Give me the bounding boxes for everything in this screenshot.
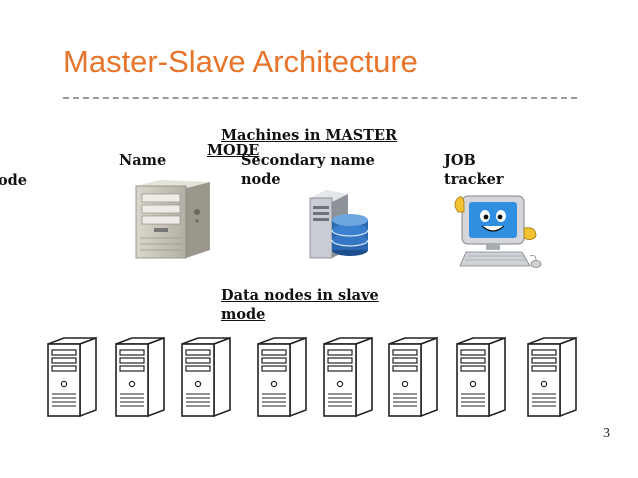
- label-name: Name: [119, 152, 167, 169]
- server-database-icon: [309, 190, 369, 259]
- slave-node-icon-1: [47, 336, 97, 418]
- slave-node-icon-4: [257, 336, 307, 418]
- label-node-cut: ode: [0, 172, 28, 189]
- slave-node-icon-7: [456, 336, 506, 418]
- label-master-line2: MODE: [207, 142, 260, 159]
- label-job-line2: tracker: [444, 171, 504, 188]
- smiling-computer-icon: [454, 195, 542, 268]
- slave-node-icon-8: [527, 336, 577, 418]
- page-number: 3: [603, 426, 610, 441]
- tower-pc-icon: [135, 180, 210, 259]
- label-job-line1: JOB: [444, 152, 476, 169]
- slave-node-icon-5: [323, 336, 373, 418]
- slave-node-icon-3: [181, 336, 231, 418]
- label-data-line1: Data nodes in slave: [221, 287, 379, 304]
- label-secondary-line2: node: [241, 171, 281, 188]
- label-master-line1: Machines in MASTER: [221, 127, 398, 144]
- slave-node-icon-2: [115, 336, 165, 418]
- slave-node-icon-6: [388, 336, 438, 418]
- label-secondary-line1: Secondary name: [241, 152, 375, 169]
- label-data-line2: mode: [221, 306, 266, 323]
- slide-title: Master-Slave Architecture: [63, 44, 418, 79]
- title-divider: [63, 97, 577, 99]
